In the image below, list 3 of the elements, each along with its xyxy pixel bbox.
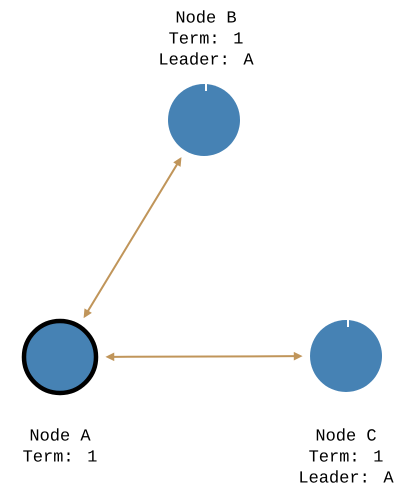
node-label: Node C Term: 1 Leader: A bbox=[300, 428, 394, 483]
node-label: Node A Term: 1 bbox=[23, 428, 97, 462]
node-label: Node B Term: 1 Leader: A bbox=[160, 10, 254, 65]
